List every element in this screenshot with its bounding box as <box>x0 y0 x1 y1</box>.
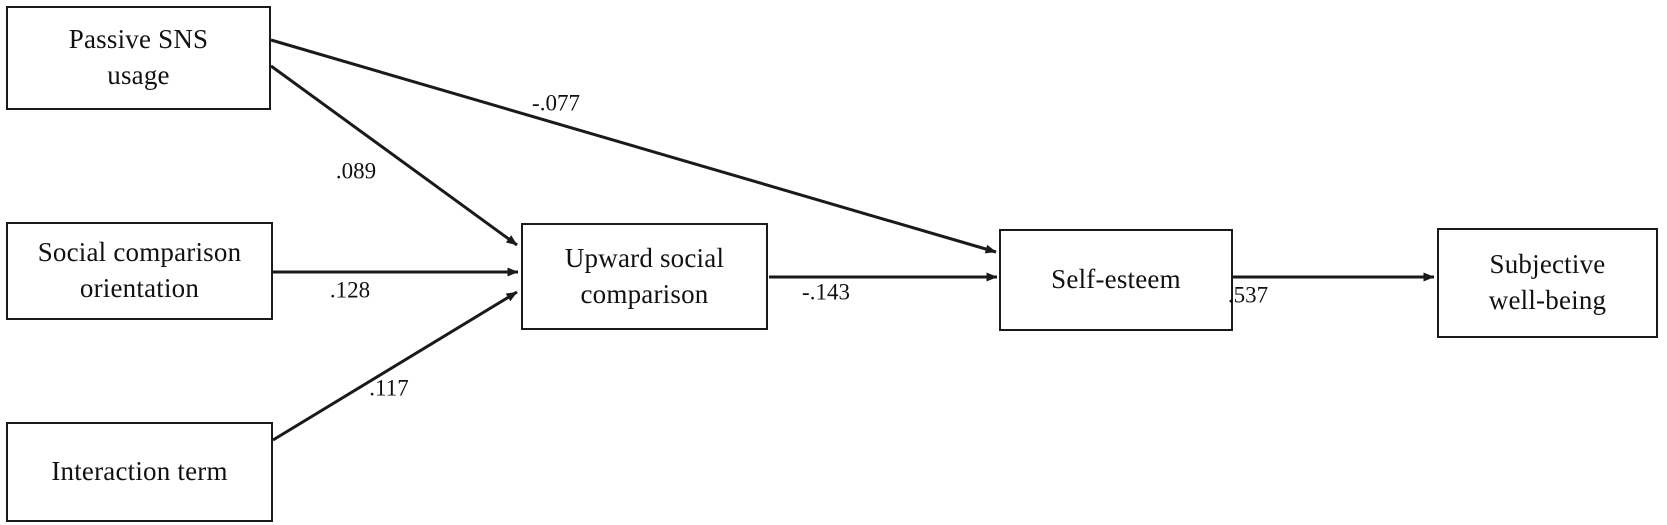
node-label: Interaction term <box>51 456 228 487</box>
node-label: Upward social comparison <box>564 242 725 309</box>
node-subjective-well-being[interactable]: Subjective well-being <box>1437 228 1658 338</box>
node-label: Self-esteem <box>1051 264 1181 295</box>
path-arrow-passive-to-upward <box>270 64 518 247</box>
node-label: Social comparison orientation <box>37 237 242 303</box>
path-coefficient-passive-to-upward: .089 <box>335 158 377 184</box>
path-coefficient-interaction-to-upward: .117 <box>369 375 409 401</box>
node-social-comparison-orientation[interactable]: Social comparison orientation <box>6 222 273 320</box>
node-passive-sns-usage[interactable]: Passive SNS usage <box>6 6 271 110</box>
node-upward-social-comparison[interactable]: Upward social comparison <box>521 223 768 330</box>
path-coefficient-passive-to-self-esteem: -.077 <box>532 90 580 116</box>
node-label: Passive SNS usage <box>68 24 209 90</box>
node-self-esteem[interactable]: Self-esteem <box>999 229 1233 331</box>
path-coefficient-sco-to-upward: .128 <box>329 277 371 303</box>
path-coefficient-self-esteem-to-swb: .537 <box>1227 282 1269 308</box>
node-interaction-term[interactable]: Interaction term <box>6 422 273 522</box>
path-arrow-passive-to-self-esteem <box>270 38 997 254</box>
path-arrow-interaction-to-upward <box>272 290 518 442</box>
path-coefficient-upward-to-self-esteem: -.143 <box>802 279 850 305</box>
node-label: Subjective well-being <box>1488 249 1607 315</box>
